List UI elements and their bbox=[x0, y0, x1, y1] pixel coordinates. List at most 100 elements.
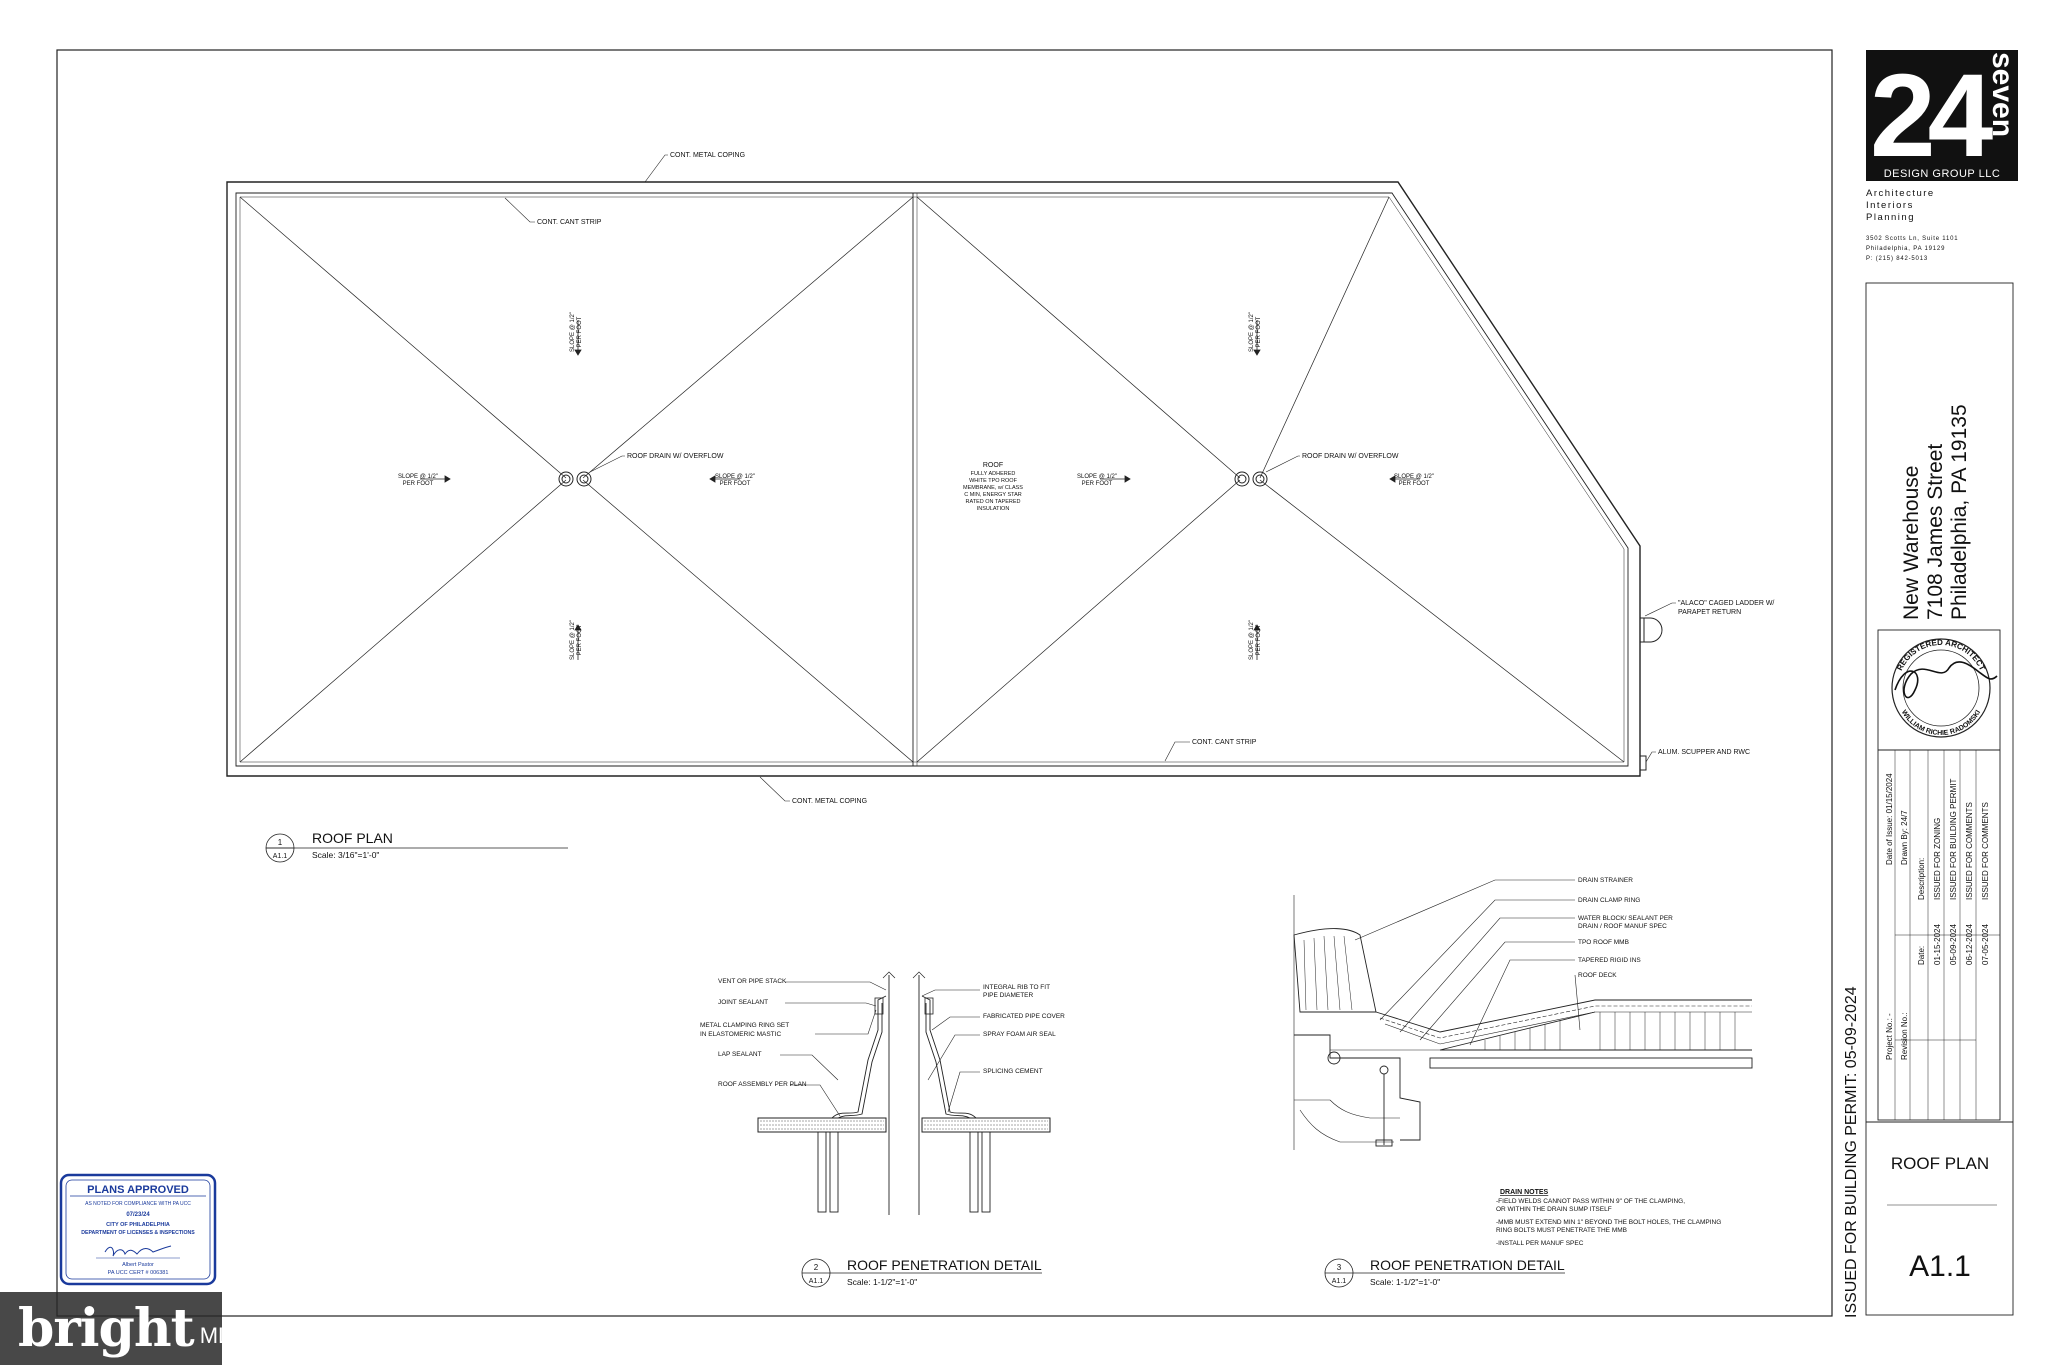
scupper-symbol bbox=[1639, 755, 1647, 771]
svg-text:PLANS APPROVED: PLANS APPROVED bbox=[87, 1184, 189, 1196]
svg-text:FULLY ADHERED: FULLY ADHERED bbox=[971, 471, 1016, 477]
callout-ladder-2: PARAPET RETURN bbox=[1678, 609, 1741, 616]
svg-text:PER FOOT: PER FOOT bbox=[577, 624, 583, 655]
svg-text:PER FOOT: PER FOOT bbox=[403, 481, 434, 487]
approval-signature bbox=[104, 1245, 172, 1257]
svg-text:05-09-2024: 05-09-2024 bbox=[1949, 924, 1958, 965]
sheet-border bbox=[56, 49, 1833, 1317]
svg-text:ISSUED FOR BUILDING PERMIT: 05: ISSUED FOR BUILDING PERMIT: 05-09-2024 bbox=[1843, 986, 1860, 1318]
svg-text:24: 24 bbox=[1870, 50, 1993, 182]
svg-text:SPRAY FOAM AIR SEAL: SPRAY FOAM AIR SEAL bbox=[983, 1031, 1056, 1038]
svg-text:PER FOOT: PER FOOT bbox=[1256, 624, 1262, 655]
svg-text:SLOPE @ 1/2": SLOPE @ 1/2" bbox=[398, 474, 438, 480]
svg-text:Albert Pastor: Albert Pastor bbox=[122, 1262, 154, 1268]
firm-address: 3502 Scotts Ln, Suite 1101 Philadelphia,… bbox=[1866, 236, 1958, 262]
roof-drain-right bbox=[1234, 471, 1268, 487]
watermark-suffix: MLS bbox=[199, 1322, 245, 1348]
slope-arrows bbox=[420, 320, 1420, 660]
roof-plan-leaders bbox=[504, 154, 1676, 802]
svg-text:Revision No.:: Revision No.: bbox=[1900, 1012, 1909, 1060]
svg-text:06-12-2024: 06-12-2024 bbox=[1965, 924, 1974, 965]
svg-text:TAPERED RIGID INS: TAPERED RIGID INS bbox=[1578, 957, 1641, 964]
project-info: New Warehouse 7108 James Street Philadel… bbox=[1900, 404, 1971, 620]
svg-text:3: 3 bbox=[1337, 1263, 1342, 1272]
roof-outline-outer bbox=[226, 181, 1641, 777]
svg-text:SLOPE @ 1/2": SLOPE @ 1/2" bbox=[1394, 474, 1434, 480]
svg-text:ROOF: ROOF bbox=[983, 462, 1003, 469]
seal-signature bbox=[1894, 661, 1998, 699]
svg-text:ISSUED FOR COMMENTS: ISSUED FOR COMMENTS bbox=[1981, 802, 1990, 900]
svg-text:JOINT SEALANT: JOINT SEALANT bbox=[718, 999, 768, 1006]
callout-drain-left: ROOF DRAIN W/ OVERFLOW bbox=[627, 453, 724, 460]
svg-text:ROOF ASSEMBLY PER PLAN: ROOF ASSEMBLY PER PLAN bbox=[718, 1081, 807, 1088]
svg-text:INTEGRAL RIB TO FIT: INTEGRAL RIB TO FIT bbox=[983, 984, 1050, 991]
callout-cant-top: CONT. CANT STRIP bbox=[537, 219, 602, 226]
svg-text:-MMB MUST EXTEND MIN 1" BEYOND: -MMB MUST EXTEND MIN 1" BEYOND THE BOLT … bbox=[1496, 1219, 1721, 1226]
detail-2-labels: VENT OR PIPE STACK JOINT SEALANT METAL C… bbox=[700, 978, 1065, 1088]
svg-text:DRAIN NOTES: DRAIN NOTES bbox=[1500, 1189, 1549, 1196]
revision-table: Project No.: - Revision No.: Date of Iss… bbox=[1885, 773, 1990, 1060]
svg-text:3502 Scotts Ln, Suite 1101: 3502 Scotts Ln, Suite 1101 bbox=[1866, 236, 1958, 242]
svg-text:SLOPE @ 1/2": SLOPE @ 1/2" bbox=[1077, 474, 1117, 480]
svg-text:Drawn By: 24/7: Drawn By: 24/7 bbox=[1900, 810, 1909, 865]
svg-text:Scale: 3/16"=1'-0": Scale: 3/16"=1'-0" bbox=[312, 850, 379, 860]
svg-text:A1.1: A1.1 bbox=[1332, 1278, 1347, 1285]
svg-text:SLOPE @ 1/2": SLOPE @ 1/2" bbox=[570, 312, 576, 352]
svg-text:DRAIN CLAMP RING: DRAIN CLAMP RING bbox=[1578, 897, 1640, 904]
svg-text:AS NOTED FOR COMPLIANCE WITH P: AS NOTED FOR COMPLIANCE WITH PA UCC bbox=[85, 1201, 191, 1207]
svg-text:Planning: Planning bbox=[1866, 212, 1915, 223]
hip-lines-left bbox=[239, 196, 914, 763]
mls-watermark: bright MLS bbox=[0, 1292, 245, 1365]
svg-text:IN ELASTOMERIC MASTIC: IN ELASTOMERIC MASTIC bbox=[700, 1031, 781, 1038]
svg-text:07-05-2024: 07-05-2024 bbox=[1981, 924, 1990, 965]
svg-text:PIPE DIAMETER: PIPE DIAMETER bbox=[983, 992, 1034, 999]
svg-text:P: (215) 842-5013: P: (215) 842-5013 bbox=[1866, 256, 1928, 262]
svg-text:METAL CLAMPING RING SET: METAL CLAMPING RING SET bbox=[700, 1022, 789, 1029]
callout-scupper: ALUM. SCUPPER AND RWC bbox=[1658, 749, 1750, 756]
callout-ladder-1: "ALACO" CAGED LADDER W/ bbox=[1678, 600, 1774, 607]
svg-text:INSULATION: INSULATION bbox=[977, 506, 1010, 512]
svg-text:-INSTALL PER MANUF SPEC: -INSTALL PER MANUF SPEC bbox=[1496, 1240, 1584, 1247]
svg-text:2: 2 bbox=[814, 1263, 819, 1272]
svg-text:Architecture: Architecture bbox=[1866, 188, 1935, 199]
svg-text:DESIGN GROUP LLC: DESIGN GROUP LLC bbox=[1884, 168, 2001, 180]
sheet-title: ROOF PLAN bbox=[1891, 1154, 1989, 1173]
roof-drain-left bbox=[558, 471, 592, 487]
svg-text:SLOPE @ 1/2": SLOPE @ 1/2" bbox=[570, 620, 576, 660]
svg-text:Philadelphia, PA 19129: Philadelphia, PA 19129 bbox=[1866, 246, 1945, 252]
roof-plan bbox=[226, 181, 1663, 777]
detail-title-2: 2 A1.1 ROOF PENETRATION DETAIL Scale: 1-… bbox=[801, 1257, 1042, 1288]
svg-text:SLOPE @ 1/2": SLOPE @ 1/2" bbox=[715, 474, 755, 480]
approval-stamp: PLANS APPROVED AS NOTED FOR COMPLIANCE W… bbox=[59, 1173, 217, 1286]
svg-text:PER FOOT: PER FOOT bbox=[1082, 481, 1113, 487]
callout-coping-top: CONT. METAL COPING bbox=[670, 152, 745, 159]
svg-text:ROOF PENETRATION DETAIL: ROOF PENETRATION DETAIL bbox=[847, 1257, 1042, 1273]
svg-text:Date:: Date: bbox=[1917, 946, 1926, 965]
svg-text:New Warehouse: New Warehouse bbox=[1900, 466, 1923, 620]
svg-text:RATED ON TAPERED: RATED ON TAPERED bbox=[965, 499, 1020, 505]
issued-stamp: ISSUED FOR BUILDING PERMIT: 05-09-2024 bbox=[1843, 986, 1860, 1318]
firm-services: Architecture Interiors Planning bbox=[1866, 188, 1935, 223]
callout-cant-bottom: CONT. CANT STRIP bbox=[1192, 739, 1257, 746]
svg-text:Description:: Description: bbox=[1917, 858, 1926, 900]
svg-text:SLOPE @ 1/2": SLOPE @ 1/2" bbox=[1249, 620, 1255, 660]
svg-text:C MIN, ENERGY STAR: C MIN, ENERGY STAR bbox=[964, 492, 1022, 498]
svg-text:OR WITHIN THE DRAIN SUMP ITSEL: OR WITHIN THE DRAIN SUMP ITSELF bbox=[1496, 1206, 1612, 1213]
detail-3-labels: DRAIN STRAINER DRAIN CLAMP RING WATER BL… bbox=[1578, 877, 1673, 979]
svg-text:PER FOOT: PER FOOT bbox=[1256, 316, 1262, 347]
svg-text:Scale: 1-1/2"=1'-0": Scale: 1-1/2"=1'-0" bbox=[1370, 1277, 1440, 1287]
title-block-frame bbox=[1865, 282, 2014, 1316]
drain-notes: DRAIN NOTES -FIELD WELDS CANNOT PASS WIT… bbox=[1496, 1189, 1721, 1247]
detail-2-pipe-penetration bbox=[757, 971, 1051, 1215]
svg-text:DRAIN STRAINER: DRAIN STRAINER bbox=[1578, 877, 1633, 884]
svg-text:ISSUED FOR ZONING: ISSUED FOR ZONING bbox=[1933, 818, 1942, 900]
svg-text:DRAIN / ROOF MANUF SPEC: DRAIN / ROOF MANUF SPEC bbox=[1578, 923, 1667, 930]
sheet-number: A1.1 bbox=[1909, 1250, 1971, 1283]
detail-title-3: 3 A1.1 ROOF PENETRATION DETAIL Scale: 1-… bbox=[1324, 1257, 1565, 1288]
svg-text:VENT OR PIPE STACK: VENT OR PIPE STACK bbox=[718, 978, 787, 985]
svg-text:FABRICATED PIPE COVER: FABRICATED PIPE COVER bbox=[983, 1013, 1065, 1020]
svg-text:RING BOLTS MUST PENETRATE THE: RING BOLTS MUST PENETRATE THE MMB bbox=[1496, 1227, 1627, 1234]
svg-text:DEPARTMENT OF LICENSES & INSPE: DEPARTMENT OF LICENSES & INSPECTIONS bbox=[81, 1230, 195, 1236]
svg-text:Project No.: -: Project No.: - bbox=[1885, 1013, 1894, 1060]
